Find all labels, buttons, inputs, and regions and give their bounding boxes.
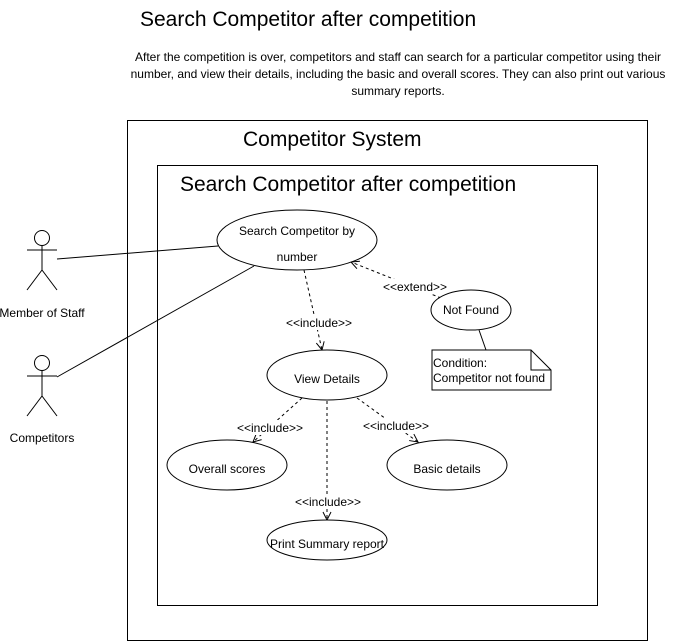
svg-text:number: number xyxy=(277,250,318,264)
svg-text:Print Summary report: Print Summary report xyxy=(270,537,385,551)
actor-member-of-staff xyxy=(26,230,58,291)
include-label-print-summary: <<include>> xyxy=(295,495,361,509)
use-case-search-competitor: Search Competitor by number xyxy=(216,209,378,271)
svg-text:Condition:: Condition: xyxy=(433,356,487,370)
extend-label: <<extend>> xyxy=(383,280,447,294)
use-case-view-details: View Details xyxy=(266,349,388,401)
svg-text:Search Competitor by: Search Competitor by xyxy=(239,224,355,238)
use-case-basic-details: Basic details xyxy=(386,439,508,491)
note-condition: Condition: Competitor not found xyxy=(431,349,552,391)
association-competitors-search xyxy=(56,265,255,378)
svg-text:Not Found: Not Found xyxy=(443,303,499,317)
actor-label-competitors: Competitors xyxy=(10,431,75,445)
page-title: Search Competitor after competition xyxy=(140,8,477,31)
svg-text:Overall scores: Overall scores xyxy=(189,462,266,476)
include-label-overall-scores: <<include>> xyxy=(237,421,303,435)
system-title: Competitor System xyxy=(243,128,422,151)
use-case-overall-scores: Overall scores xyxy=(166,439,288,491)
use-case-print-summary: Print Summary report xyxy=(266,519,388,561)
actor-competitors xyxy=(26,355,58,417)
include-label-basic-details: <<include>> xyxy=(363,419,429,433)
svg-text:View Details: View Details xyxy=(294,372,360,386)
include-label-view-details: <<include>> xyxy=(286,316,352,330)
subsystem-boundary xyxy=(157,165,598,606)
use-case-not-found: Not Found xyxy=(430,289,512,331)
subsystem-title: Search Competitor after competition xyxy=(180,173,517,196)
svg-text:Competitor not found: Competitor not found xyxy=(433,371,545,385)
include-arrow-view-details xyxy=(303,269,322,350)
svg-text:Basic details: Basic details xyxy=(413,462,480,476)
association-staff-search xyxy=(56,245,219,260)
page-description: After the competition is over, competito… xyxy=(130,50,666,98)
note-link xyxy=(478,329,487,351)
actor-label-staff: Member of Staff xyxy=(0,306,85,320)
